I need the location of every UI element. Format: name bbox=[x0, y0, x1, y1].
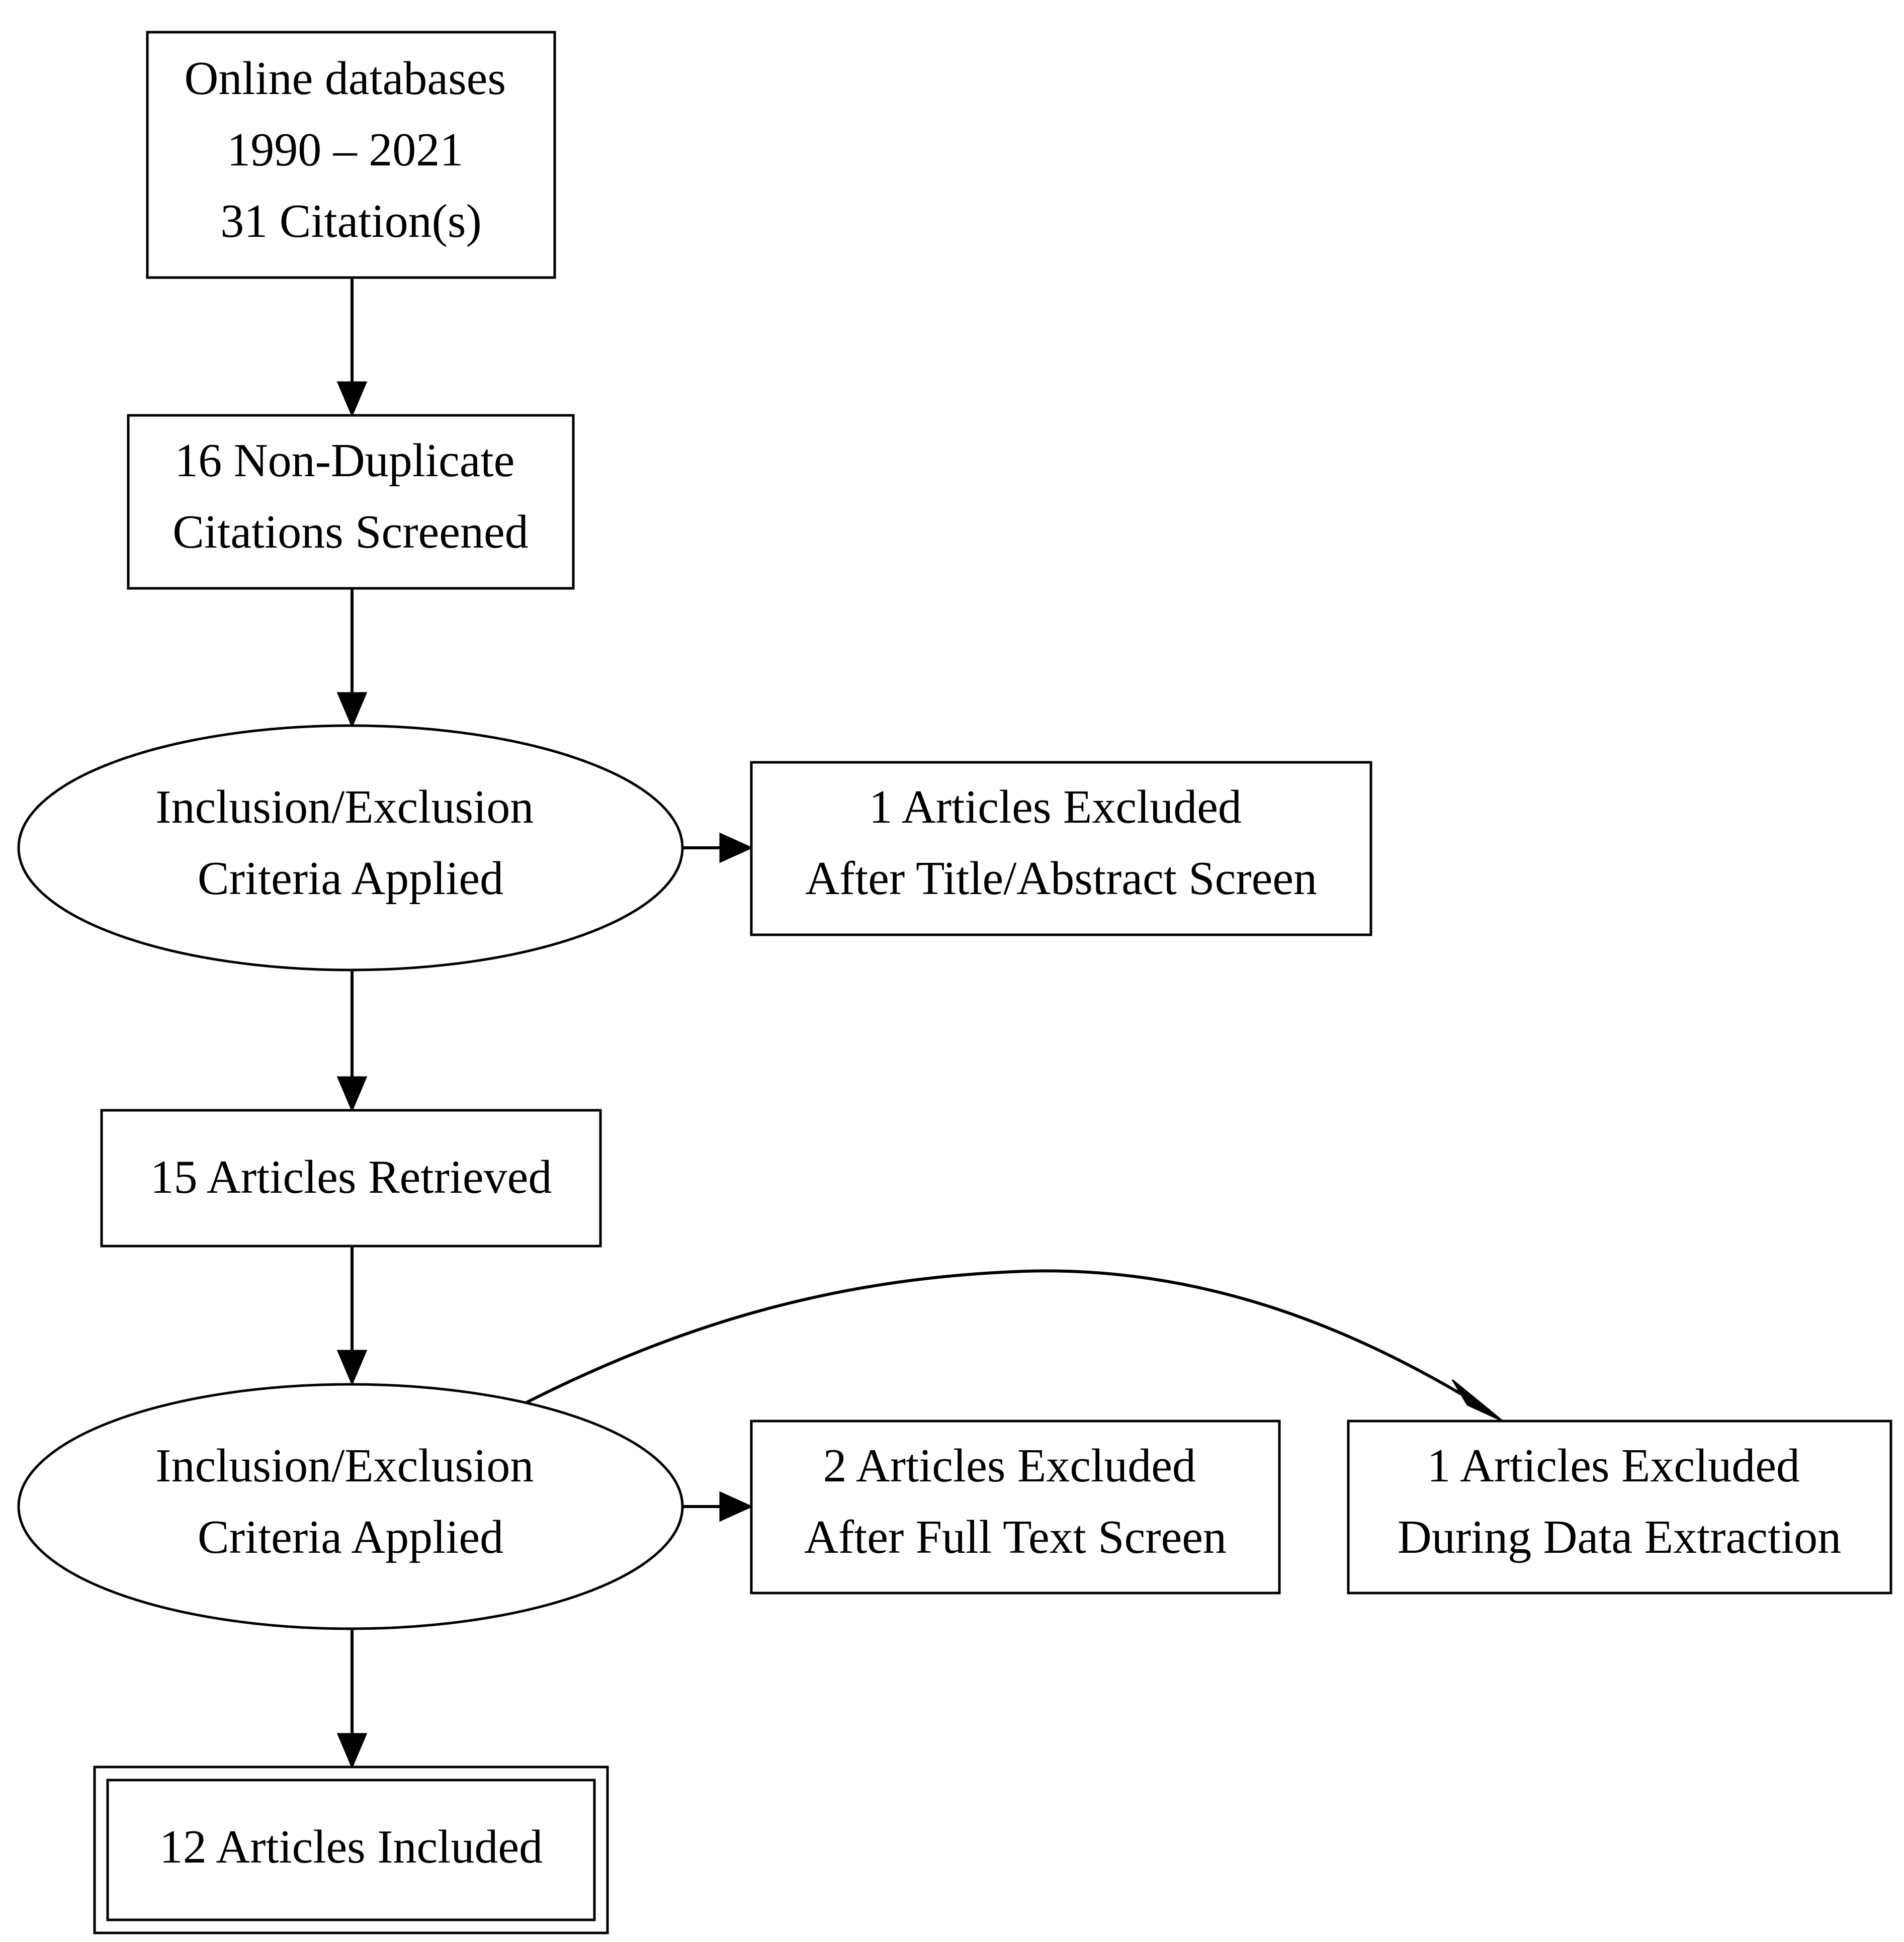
node-criteria-1-label: Inclusion/Exclusion Criteria Applied bbox=[155, 781, 545, 905]
node-screened-label: 16 Non-Duplicate Citations Screened bbox=[172, 434, 528, 558]
node-criteria-2-label: Inclusion/Exclusion Criteria Applied bbox=[155, 1440, 545, 1563]
node-included-label: 12 Articles Included bbox=[159, 1821, 543, 1873]
node-excluded-data-extraction-line-2: During Data Extraction bbox=[1398, 1511, 1841, 1563]
node-excluded-title-abstract-label: 1 Articles Excluded After Title/Abstract… bbox=[805, 781, 1317, 905]
node-excluded-title-abstract-box bbox=[750, 761, 1372, 936]
arrowhead-criteria-2-to-excluded-full-text bbox=[719, 1491, 753, 1522]
node-criteria-1-line-1: Inclusion/Exclusion bbox=[155, 781, 534, 833]
node-excluded-full-text-box bbox=[750, 1420, 1281, 1595]
arrowhead-criteria-1-to-excluded-title-abstract bbox=[719, 832, 753, 863]
node-criteria-1: Inclusion/Exclusion Criteria Applied bbox=[17, 724, 684, 972]
edge-criteria-2-to-excluded-data-extraction bbox=[525, 1269, 1462, 1404]
node-screened: 16 Non-Duplicate Citations Screened bbox=[127, 414, 575, 590]
arrowhead-retrieved-to-criteria-2 bbox=[336, 1350, 368, 1386]
arrowhead-databases-to-screened bbox=[336, 381, 368, 417]
node-excluded-full-text-label: 2 Articles Excluded After Full Text Scre… bbox=[804, 1440, 1227, 1563]
node-screened-line-2: Citations Screened bbox=[172, 506, 528, 558]
node-online-databases-line-1: Online databases bbox=[184, 52, 506, 105]
arrowhead-screened-to-criteria-1 bbox=[336, 692, 368, 728]
arrowhead-criteria-1-to-retrieved bbox=[336, 1076, 368, 1112]
arrowhead-criteria-2-to-included bbox=[336, 1733, 368, 1769]
node-retrieved-box bbox=[100, 1109, 602, 1248]
node-excluded-data-extraction: 1 Articles Excluded During Data Extracti… bbox=[1347, 1420, 1892, 1595]
node-excluded-data-extraction-label: 1 Articles Excluded During Data Extracti… bbox=[1398, 1440, 1841, 1563]
node-excluded-title-abstract-line-2: After Title/Abstract Screen bbox=[805, 852, 1317, 905]
node-online-databases-label: Online databases 1990 – 2021 31 Citation… bbox=[184, 52, 517, 247]
node-online-databases-line-3: 31 Citation(s) bbox=[220, 195, 482, 247]
edges bbox=[336, 278, 1503, 1769]
node-included: 12 Articles Included bbox=[93, 1766, 609, 1934]
node-included-inner-box bbox=[106, 1779, 596, 1921]
node-online-databases-line-2: 1990 – 2021 bbox=[227, 124, 463, 176]
node-excluded-data-extraction-line-1: 1 Articles Excluded bbox=[1427, 1440, 1800, 1492]
node-online-databases-box bbox=[146, 31, 556, 279]
node-excluded-title-abstract: 1 Articles Excluded After Title/Abstract… bbox=[750, 761, 1372, 936]
node-online-databases: Online databases 1990 – 2021 31 Citation… bbox=[146, 31, 556, 279]
node-included-line-1: 12 Articles Included bbox=[159, 1821, 543, 1873]
node-criteria-2: Inclusion/Exclusion Criteria Applied bbox=[17, 1383, 684, 1630]
node-excluded-full-text-line-2: After Full Text Screen bbox=[804, 1511, 1227, 1563]
node-retrieved-line-1: 15 Articles Retrieved bbox=[150, 1151, 552, 1203]
node-criteria-1-line-2: Criteria Applied bbox=[198, 852, 503, 905]
node-criteria-2-ellipse bbox=[17, 1383, 684, 1630]
node-retrieved-label: 15 Articles Retrieved bbox=[150, 1151, 552, 1203]
node-criteria-2-line-1: Inclusion/Exclusion bbox=[155, 1440, 534, 1492]
arrowhead-criteria-2-to-excluded-data-extraction bbox=[1451, 1379, 1503, 1422]
node-screened-box bbox=[127, 414, 575, 590]
node-screened-line-1: 16 Non-Duplicate bbox=[175, 434, 514, 487]
node-retrieved: 15 Articles Retrieved bbox=[100, 1109, 602, 1248]
node-criteria-1-ellipse bbox=[17, 724, 684, 972]
node-excluded-full-text-line-1: 2 Articles Excluded bbox=[823, 1440, 1196, 1492]
node-excluded-data-extraction-box bbox=[1347, 1420, 1892, 1595]
node-excluded-title-abstract-line-1: 1 Articles Excluded bbox=[869, 781, 1242, 833]
node-excluded-full-text: 2 Articles Excluded After Full Text Scre… bbox=[750, 1420, 1281, 1595]
node-criteria-2-line-2: Criteria Applied bbox=[198, 1511, 503, 1563]
